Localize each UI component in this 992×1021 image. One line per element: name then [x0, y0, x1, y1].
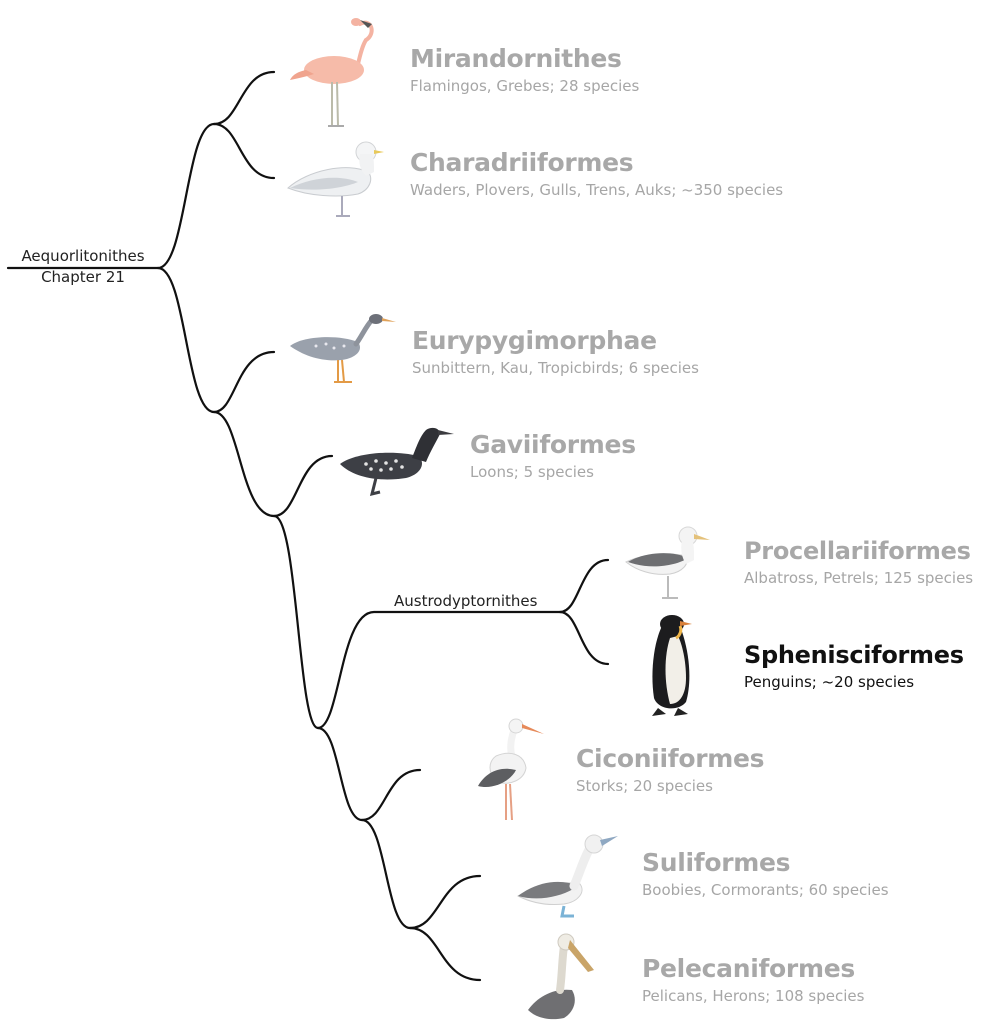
taxon-name: Gaviiformes — [470, 430, 636, 460]
taxon-mirandornithes: Mirandornithes Flamingos, Grebes; 28 spe… — [410, 44, 639, 97]
branch-node-gav — [214, 412, 274, 516]
branch-suliformes — [410, 876, 480, 928]
root-name: Aequorlitonithes — [8, 246, 158, 267]
stork-icon — [466, 716, 556, 824]
gull-icon — [278, 132, 388, 222]
taxon-eurypygimorphae: Eurypygimorphae Sunbittern, Kau, Tropicb… — [412, 326, 699, 379]
branch-gaviiformes — [274, 456, 332, 516]
taxon-name: Charadriiformes — [410, 148, 783, 178]
taxon-description: Storks; 20 species — [576, 775, 764, 797]
loon-icon — [336, 418, 456, 500]
branch-root-up — [158, 124, 214, 268]
booby-icon — [510, 830, 620, 920]
albatross-icon — [620, 520, 716, 606]
clade-label: Austrodyptornithes — [394, 592, 537, 610]
taxon-ciconiiformes: Ciconiiformes Storks; 20 species — [576, 744, 764, 797]
taxon-name: Ciconiiformes — [576, 744, 764, 774]
taxon-name: Sphenisciformes — [744, 640, 964, 670]
taxon-name: Pelecaniformes — [642, 954, 864, 984]
branch-charadriiformes — [214, 124, 274, 178]
taxon-description: Pelicans, Herons; 108 species — [642, 985, 864, 1007]
branch-node-pel — [318, 728, 362, 820]
taxon-suliformes: Suliformes Boobies, Cormorants; 60 speci… — [642, 848, 889, 901]
branch-mirandornithes — [214, 72, 274, 124]
taxon-name: Procellariiformes — [744, 536, 973, 566]
branch-eurypygimorphae — [214, 352, 274, 412]
branch-sphenisciformes — [560, 612, 608, 664]
taxon-description: Albatross, Petrels; 125 species — [744, 567, 973, 589]
taxon-name: Mirandornithes — [410, 44, 639, 74]
branch-pelecaniformes — [410, 928, 480, 980]
taxon-sphenisciformes: Sphenisciformes Penguins; ~20 species — [744, 640, 964, 693]
taxon-procellariiformes: Procellariiformes Albatross, Petrels; 12… — [744, 536, 973, 589]
taxon-description: Sunbittern, Kau, Tropicbirds; 6 species — [412, 357, 699, 379]
taxon-charadriiformes: Charadriiformes Waders, Plovers, Gulls, … — [410, 148, 783, 201]
root-label: Aequorlitonithes Chapter 21 — [8, 246, 158, 288]
taxon-description: Loons; 5 species — [470, 461, 636, 483]
taxon-gaviiformes: Gaviiformes Loons; 5 species — [470, 430, 636, 483]
taxon-description: Penguins; ~20 species — [744, 671, 964, 693]
taxon-name: Eurypygimorphae — [412, 326, 699, 356]
branch-austrodyptornithes-stem — [318, 612, 560, 728]
taxon-description: Waders, Plovers, Gulls, Trens, Auks; ~35… — [410, 179, 783, 201]
taxon-description: Flamingos, Grebes; 28 species — [410, 75, 639, 97]
taxon-pelecaniformes: Pelecaniformes Pelicans, Herons; 108 spe… — [642, 954, 864, 1007]
root-chapter: Chapter 21 — [8, 267, 158, 288]
taxon-name: Suliformes — [642, 848, 889, 878]
branch-ciconiiformes — [362, 770, 420, 820]
flamingo-icon — [282, 10, 382, 130]
penguin-icon — [644, 612, 700, 718]
pelican-icon — [522, 930, 606, 1021]
branch-procellariiformes — [560, 560, 608, 612]
branch-node-sul — [362, 820, 410, 928]
branch-node-core — [274, 516, 318, 728]
taxon-description: Boobies, Cormorants; 60 species — [642, 879, 889, 901]
sunbittern-icon — [282, 310, 402, 390]
branch-root-down — [158, 268, 214, 412]
